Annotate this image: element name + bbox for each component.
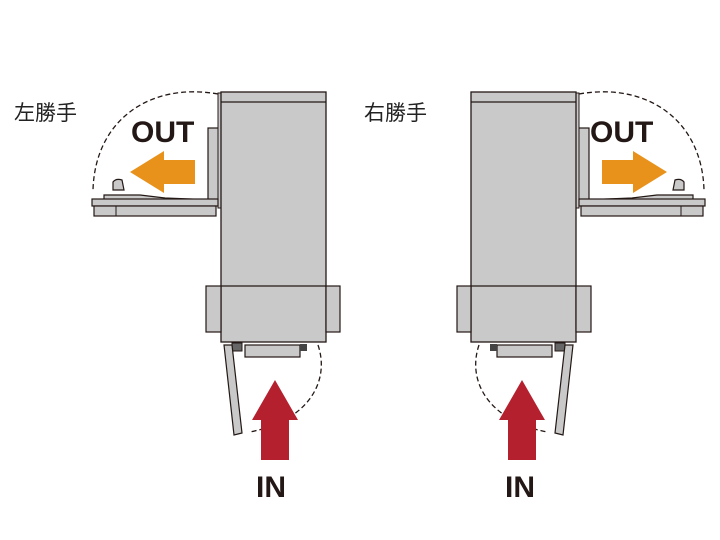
left-in-label: IN (256, 471, 286, 504)
left-hand-unit (91, 91, 341, 460)
right-hand-label: 右勝手 (364, 101, 427, 125)
in-arrow-icon (499, 380, 545, 460)
in-arrow-icon (252, 380, 298, 460)
left-out-label: OUT (131, 116, 194, 149)
out-arrow-icon (602, 151, 667, 193)
right-hand-unit (456, 91, 706, 460)
right-out-label: OUT (590, 116, 653, 149)
out-arrow-icon (130, 151, 195, 193)
left-hand-label: 左勝手 (14, 101, 77, 125)
right-in-label: IN (505, 471, 535, 504)
